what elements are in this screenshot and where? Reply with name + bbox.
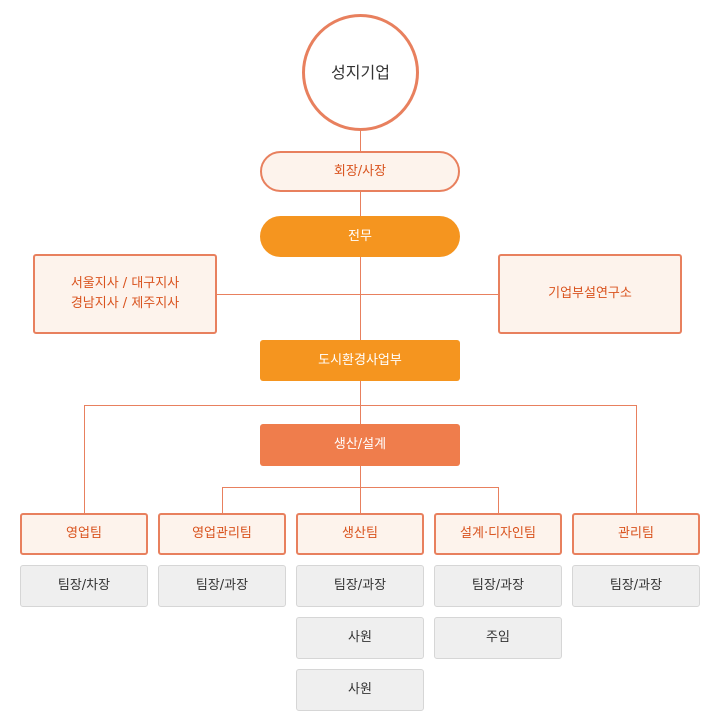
team-design: 설계·디자인팀 (434, 513, 562, 555)
role-box: 팀장/차장 (20, 565, 148, 607)
chairman-label: 회장/사장 (333, 163, 387, 179)
team-sales-management: 영업관리팀 (158, 513, 286, 555)
role-box: 팀장/과장 (296, 565, 424, 607)
branches-line-1: 서울지사 / 대구지사 (70, 276, 180, 291)
role-label: 팀장/과장 (195, 578, 249, 593)
division-node: 도시환경사업부 (260, 340, 460, 381)
chairman-node: 회장/사장 (260, 151, 460, 192)
role-label: 사원 (348, 630, 372, 645)
executive-node: 전무 (260, 216, 460, 257)
role-box: 팀장/과장 (572, 565, 700, 607)
branches-line-2: 경남지사 / 제주지사 (70, 296, 180, 311)
research-institute-node: 기업부설연구소 (498, 254, 682, 334)
role-label: 팀장/차장 (57, 578, 111, 593)
team-label: 생산팀 (342, 526, 378, 541)
team-management: 관리팀 (572, 513, 700, 555)
company-node: 성지기업 (302, 14, 419, 131)
role-box: 팀장/과장 (158, 565, 286, 607)
team-sales: 영업팀 (20, 513, 148, 555)
team-production: 생산팀 (296, 513, 424, 555)
team-label: 관리팀 (618, 526, 654, 541)
company-name: 성지기업 (331, 62, 390, 82)
research-institute-label: 기업부설연구소 (548, 286, 632, 301)
production-design-node: 생산/설계 (260, 424, 460, 466)
role-label: 주임 (486, 630, 510, 645)
role-box: 사원 (296, 669, 424, 711)
executive-label: 전무 (348, 228, 372, 244)
role-box: 사원 (296, 617, 424, 659)
role-box: 주임 (434, 617, 562, 659)
role-label: 팀장/과장 (609, 578, 663, 593)
team-label: 영업관리팀 (192, 526, 252, 541)
role-label: 팀장/과장 (333, 578, 387, 593)
regional-branches-node: 서울지사 / 대구지사 경남지사 / 제주지사 (33, 254, 217, 334)
role-label: 사원 (348, 682, 372, 697)
role-label: 팀장/과장 (471, 578, 525, 593)
role-box: 팀장/과장 (434, 565, 562, 607)
team-label: 설계·디자인팀 (460, 526, 536, 541)
production-design-label: 생산/설계 (333, 437, 387, 452)
team-label: 영업팀 (66, 526, 102, 541)
division-label: 도시환경사업부 (318, 352, 402, 368)
